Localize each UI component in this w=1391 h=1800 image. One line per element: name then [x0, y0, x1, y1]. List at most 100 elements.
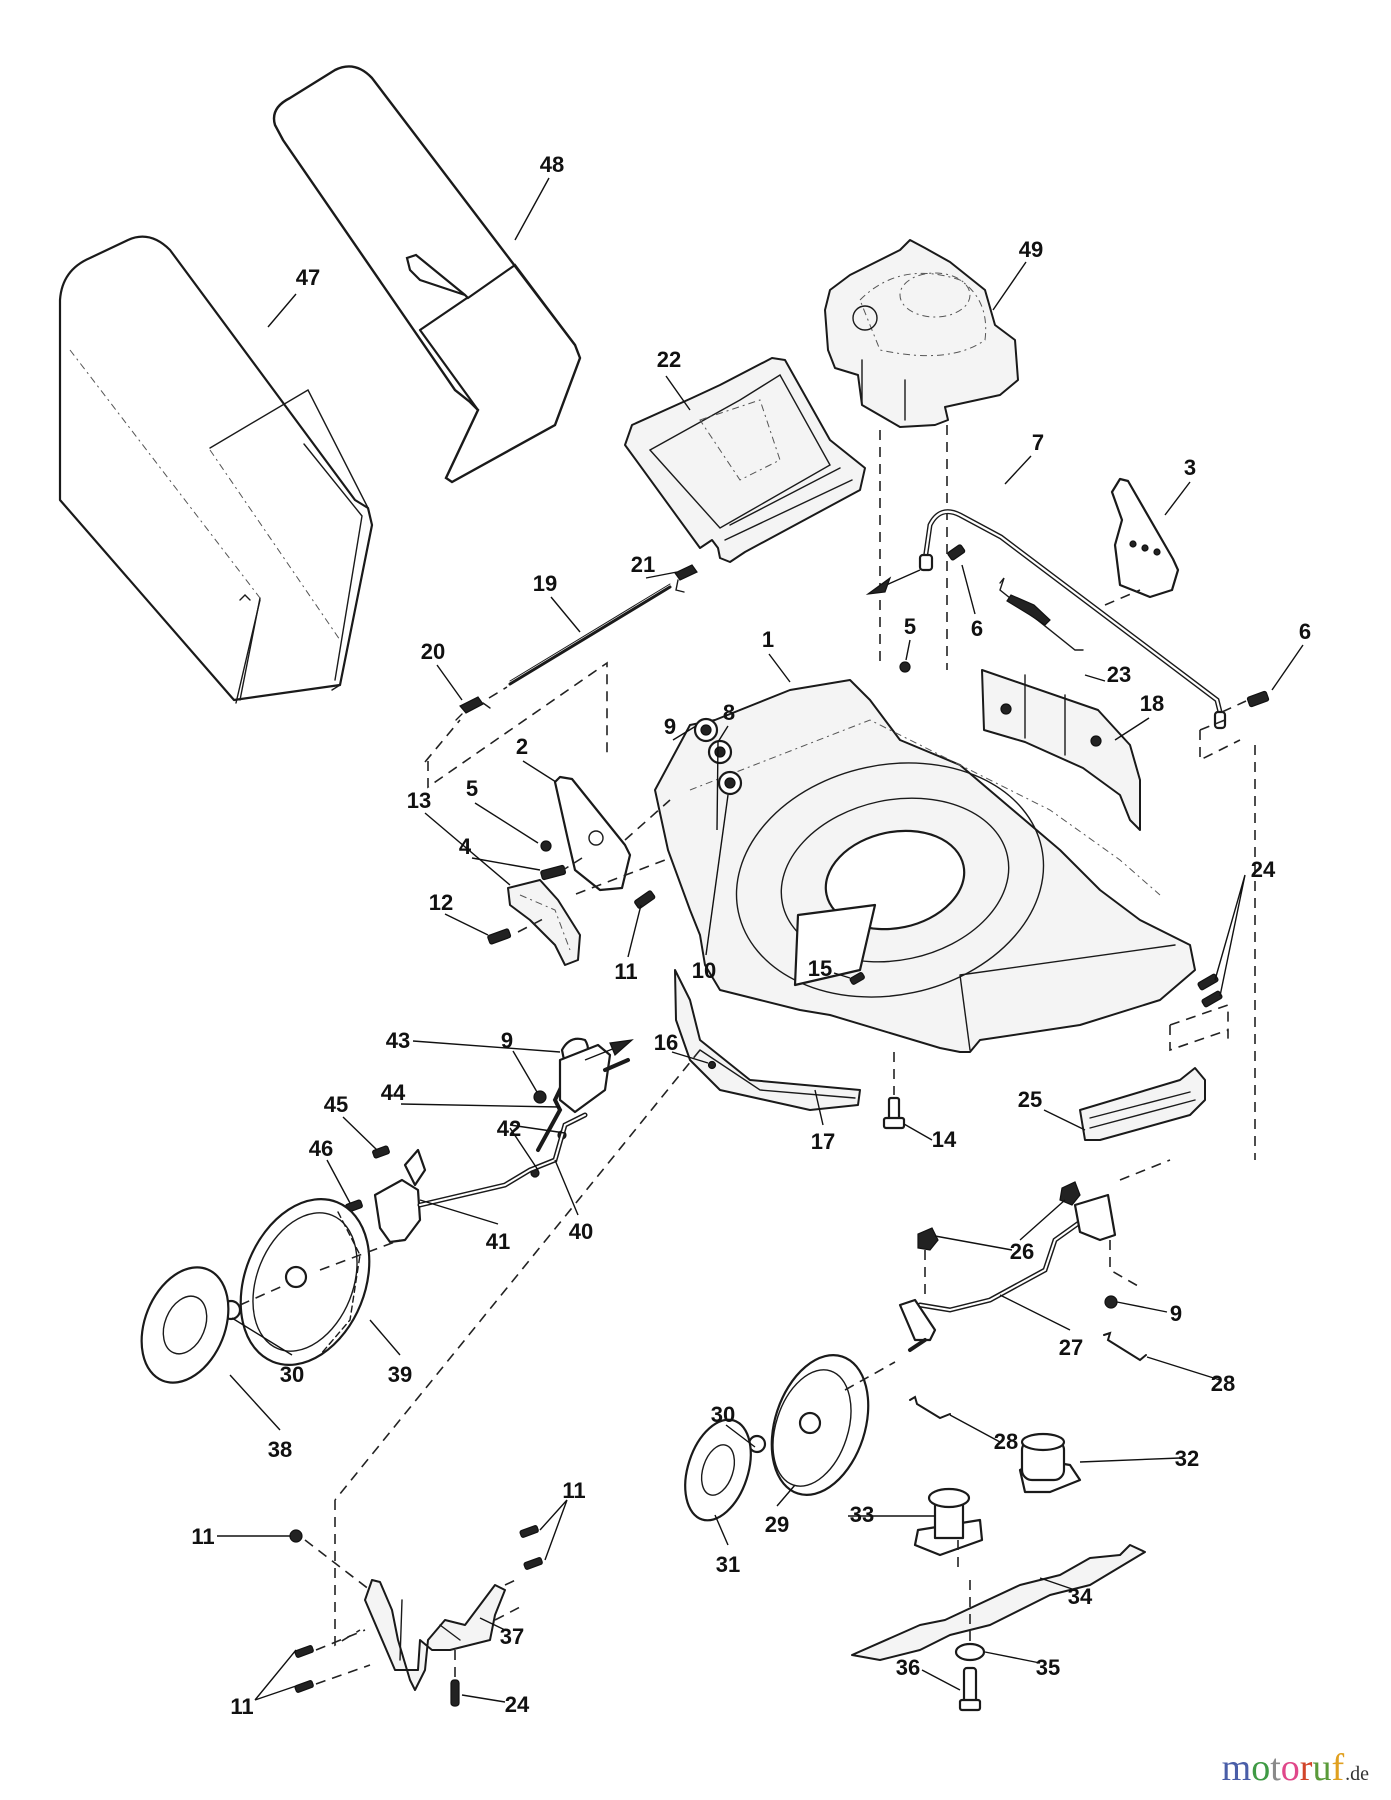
callout-4: 4	[459, 834, 472, 859]
screw-12[interactable]	[487, 928, 512, 945]
callout-11d: 11	[230, 1694, 253, 1719]
screw-11a[interactable]	[634, 890, 656, 909]
callout-40: 40	[569, 1219, 593, 1244]
callout-26: 26	[1010, 1239, 1034, 1264]
callout-21: 21	[631, 552, 655, 577]
callout-43: 43	[386, 1028, 410, 1053]
callout-32: 32	[1175, 1446, 1199, 1471]
screw-15[interactable]	[849, 972, 865, 985]
axle-arrow-head	[609, 1039, 634, 1057]
bolt-14[interactable]	[882, 1096, 906, 1130]
nut-5b[interactable]	[540, 840, 552, 852]
bolt-6b[interactable]	[1246, 690, 1270, 708]
side-guard-18[interactable]	[981, 669, 1141, 831]
callout-48: 48	[540, 152, 564, 177]
blade-adapter-32[interactable]	[1018, 1432, 1082, 1494]
callout-11a: 11	[614, 959, 637, 984]
logo-letter-m: m	[1221, 1747, 1252, 1789]
screws-24a[interactable]	[1197, 973, 1223, 1008]
callout-19: 19	[533, 571, 557, 596]
grass-bag-47[interactable]	[58, 235, 374, 704]
callout-11c: 11	[191, 1524, 214, 1549]
callout-labels: 48 47 49 22 21 19 7 3 6 5 6 23 1 20 9 8 …	[191, 152, 1311, 1719]
tension-spring-23[interactable]	[999, 577, 1084, 651]
rod-arrow-head	[865, 576, 892, 595]
bracket-guide-line	[1104, 589, 1141, 606]
callout-42: 42	[497, 1116, 521, 1141]
bolt-4[interactable]	[540, 864, 567, 881]
spring-clip-28a[interactable]	[1103, 1331, 1147, 1362]
logo-letter-f: f	[1331, 1747, 1345, 1789]
callout-5a: 5	[904, 614, 916, 639]
lever-bracket-41[interactable]	[373, 1148, 427, 1244]
nut-9c[interactable]	[1104, 1295, 1118, 1309]
flap-rod-19[interactable]	[508, 583, 672, 686]
leader-lines	[217, 177, 1304, 1703]
rear-wheel-39[interactable]	[217, 1180, 393, 1384]
callout-18: 18	[1140, 691, 1164, 716]
screw-45[interactable]	[372, 1145, 390, 1159]
trim-strip-17[interactable]	[674, 969, 861, 1111]
rear-axle-40[interactable]	[417, 1043, 630, 1208]
mulch-plug-37[interactable]	[364, 1579, 506, 1691]
nut-9b[interactable]	[533, 1090, 547, 1104]
callout-33: 33	[850, 1502, 874, 1527]
mulch-plug-lines	[304, 1049, 701, 1685]
screws-11d[interactable]	[294, 1645, 314, 1693]
logo-tld: .de	[1345, 1763, 1369, 1785]
callout-2: 2	[516, 734, 528, 759]
screws-11b[interactable]	[519, 1525, 543, 1570]
nut-5a[interactable]	[899, 661, 911, 673]
spring-clip-28b[interactable]	[909, 1395, 951, 1420]
rivet-16[interactable]	[707, 1060, 717, 1070]
callout-15: 15	[808, 956, 832, 981]
rear-wheel-line	[239, 1239, 401, 1306]
callout-27: 27	[1059, 1335, 1083, 1360]
callout-17: 17	[811, 1129, 835, 1154]
screw-11c[interactable]	[289, 1529, 303, 1543]
handle-bracket-3[interactable]	[1110, 477, 1180, 599]
callout-49: 49	[1019, 237, 1043, 262]
callout-37: 37	[500, 1624, 524, 1649]
nut-8[interactable]	[707, 739, 733, 765]
clips-26[interactable]	[917, 1181, 1081, 1251]
grass-bag-frame-48[interactable]	[272, 65, 582, 484]
height-quadrant-13[interactable]	[507, 879, 581, 966]
front-axle-27[interactable]	[898, 1193, 1117, 1352]
logo-letter-t: t	[1270, 1747, 1281, 1789]
logo-letter-o2: o	[1280, 1747, 1300, 1789]
spring-20[interactable]	[455, 696, 491, 721]
callout-30b: 30	[711, 1402, 735, 1427]
nut-10[interactable]	[717, 770, 743, 796]
callout-41: 41	[486, 1229, 510, 1254]
rear-flap-22[interactable]	[624, 357, 866, 563]
flap-spring-21[interactable]	[674, 564, 698, 593]
callout-45: 45	[324, 1092, 348, 1117]
front-wheel-29[interactable]	[755, 1343, 885, 1508]
washer-35[interactable]	[954, 1642, 986, 1662]
callout-9b: 9	[501, 1028, 513, 1053]
callout-20: 20	[421, 639, 445, 664]
callout-8: 8	[723, 700, 735, 725]
callout-9c: 9	[1170, 1301, 1182, 1326]
front-guard-25[interactable]	[1079, 1067, 1206, 1141]
blade-34[interactable]	[851, 1544, 1146, 1661]
blade-bolt-36[interactable]	[958, 1666, 982, 1712]
callout-6b: 6	[1299, 619, 1311, 644]
bracket-2[interactable]	[553, 775, 632, 892]
callout-5b: 5	[466, 776, 478, 801]
screw-24b[interactable]	[450, 1679, 460, 1707]
nut-9a[interactable]	[693, 717, 719, 743]
callout-1: 1	[762, 627, 774, 652]
callout-6a: 6	[971, 616, 983, 641]
engine-49[interactable]	[824, 239, 1019, 428]
bolt-6a[interactable]	[947, 544, 966, 561]
motoruf-watermark: motoruf.de	[1222, 1746, 1369, 1790]
deck-1[interactable]	[654, 679, 1196, 1053]
callout-24a: 24	[1251, 857, 1276, 882]
hub-cap-31[interactable]	[673, 1411, 762, 1528]
blade-holder-33[interactable]	[913, 1487, 984, 1557]
callout-22: 22	[657, 347, 681, 372]
height-adjust-rod-7[interactable]	[918, 509, 1227, 730]
hub-cap-38[interactable]	[125, 1254, 244, 1395]
